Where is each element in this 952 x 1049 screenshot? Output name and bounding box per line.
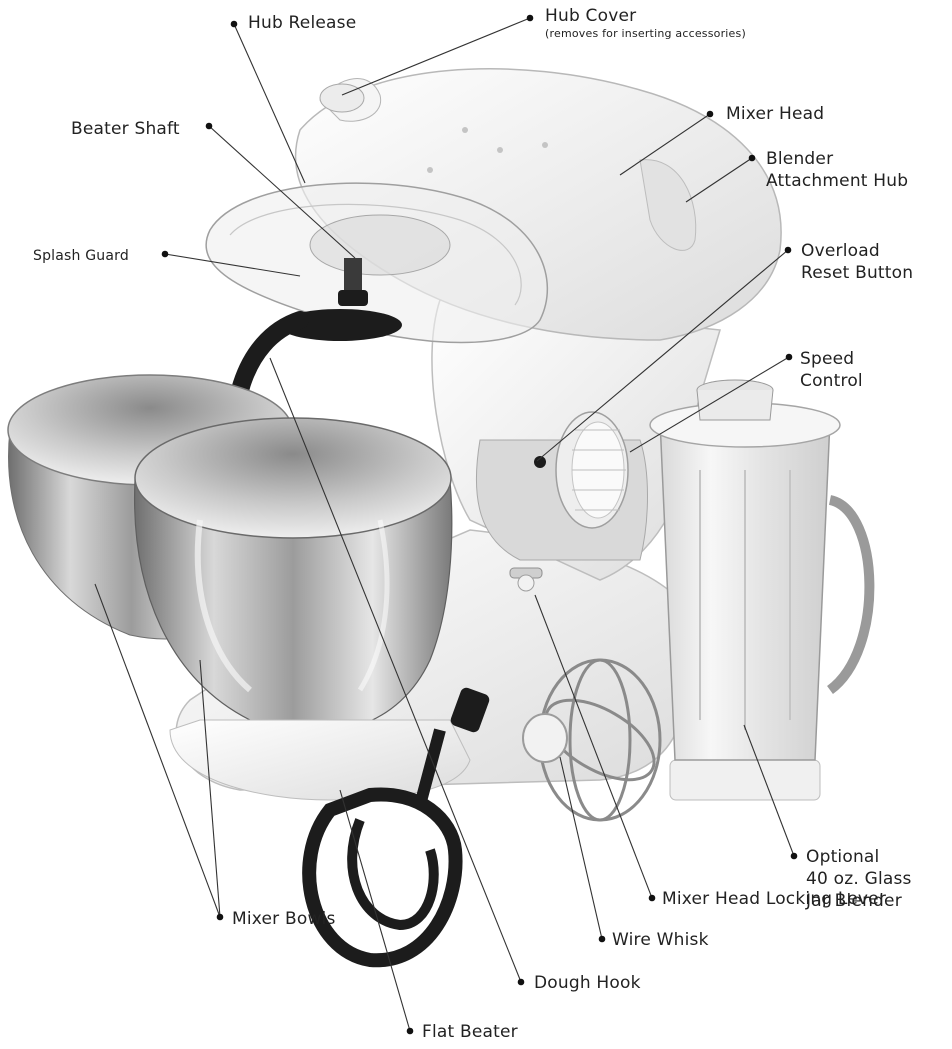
label-speed-control: Speed Control <box>800 348 863 392</box>
label-splash-guard: Splash Guard <box>33 245 129 267</box>
mixer-bowl-front <box>135 418 452 733</box>
label-mixer-head-locking-lever: Mixer Head Locking Lever <box>662 888 886 910</box>
label-mixer-head: Mixer Head <box>726 103 824 125</box>
glass-jar-blender <box>650 380 869 800</box>
label-hub-release: Hub Release <box>248 12 356 34</box>
label-wire-whisk: Wire Whisk <box>612 929 709 951</box>
label-mixer-bowls: Mixer Bowls <box>232 908 336 930</box>
label-hub-cover: Hub Cover (removes for inserting accesso… <box>545 5 746 41</box>
speed-control-dial <box>556 412 628 528</box>
label-overload-reset-button: Overload Reset Button <box>801 240 913 284</box>
label-dough-hook: Dough Hook <box>534 972 641 994</box>
label-hub-cover-note: (removes for inserting accessories) <box>545 27 746 41</box>
label-beater-shaft: Beater Shaft <box>71 118 180 140</box>
label-flat-beater: Flat Beater <box>422 1021 518 1043</box>
label-blender-attachment-hub: Blender Attachment Hub <box>766 148 908 192</box>
